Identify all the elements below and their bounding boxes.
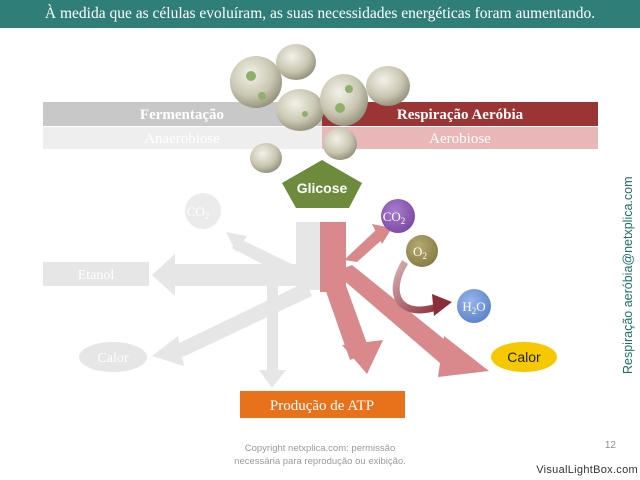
copyright-notice: Copyright netxplica.com: permissão neces… (200, 442, 440, 468)
copyright-line-1: Copyright netxplica.com: permissão (244, 443, 396, 454)
heat-left-label: Calor (97, 351, 128, 366)
oxygen-curve-arrow (392, 260, 442, 314)
co2-right-label: CO2 (383, 209, 406, 226)
ethanol-label: Etanol (78, 268, 115, 283)
glucose-label: Glicose (297, 180, 348, 196)
fermentation-arrows (152, 222, 320, 388)
side-caption: Respiração aeróbia@netxplica.com (621, 176, 635, 374)
respiration-arrows (320, 222, 489, 377)
page-number: 12 (604, 440, 616, 451)
heat-right-label: Calor (507, 349, 541, 365)
fermentation-header-bar (43, 102, 322, 126)
watermark: VisualLightBox.com (536, 464, 638, 476)
co2-left-label: CO2 (187, 204, 210, 221)
heat-left-ellipse (79, 342, 147, 372)
yeast-cells-image (230, 44, 410, 173)
atp-label: Produção de ATP (270, 398, 374, 414)
anaerobiosis-bar (43, 127, 322, 149)
h2o-label: H2O (462, 299, 485, 316)
o2-label: O2 (413, 244, 427, 261)
copyright-line-2: necessária para reprodução ou exibição. (234, 456, 406, 467)
co2-left-circle (185, 193, 221, 229)
heat-right-ellipse (491, 342, 557, 372)
top-banner: À medida que as células evoluíram, as su… (0, 0, 640, 28)
fermentation-title: Fermentação (140, 107, 224, 123)
h2o-circle (457, 289, 491, 323)
glucose-pentagon (282, 160, 362, 208)
o2-circle (406, 235, 438, 267)
oxygen-curve-arrowhead (432, 294, 452, 316)
atp-production-box (240, 391, 405, 418)
co2-right-circle (381, 199, 415, 233)
respiration-title: Respiração Aeróbia (397, 107, 524, 123)
respiration-header-bar (322, 102, 598, 126)
banner-title: À medida que as células evoluíram, as su… (44, 5, 596, 22)
ethanol-box (43, 262, 149, 286)
aerobiosis-bar (322, 127, 598, 149)
aerobiosis-label: Aerobiose (429, 131, 491, 147)
anaerobiosis-label: Anaerobiose (144, 131, 220, 147)
